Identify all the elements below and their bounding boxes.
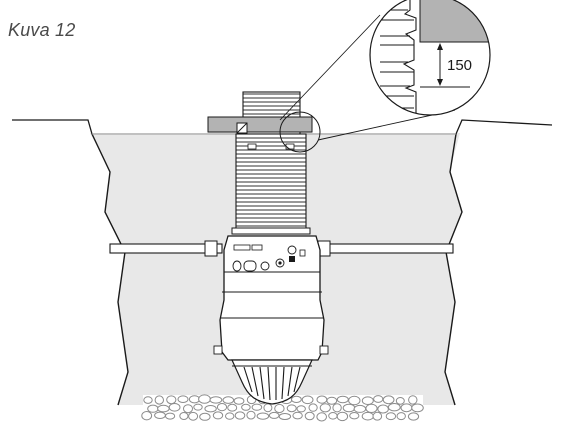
gravel-stone	[227, 403, 238, 412]
gravel-stone	[147, 404, 159, 413]
gravel-stone	[183, 404, 193, 414]
gravel-stone	[353, 404, 367, 413]
gravel-stone	[216, 403, 228, 412]
gravel-stone	[263, 403, 273, 413]
gravel-stone	[308, 403, 318, 412]
gravel-stone	[377, 404, 389, 414]
gravel-stone	[222, 396, 235, 404]
gravel-stone	[278, 413, 292, 420]
gravel-stone	[234, 411, 246, 420]
gravel-stone	[154, 395, 165, 405]
gravel-stone	[385, 412, 397, 421]
gravel-stone	[382, 395, 395, 405]
gravel-stone	[198, 394, 211, 404]
gravel-stone	[233, 397, 245, 405]
gravel-stone	[319, 403, 331, 413]
figure-caption: Kuva 12	[8, 20, 76, 40]
gravel-stone	[400, 403, 413, 413]
gravel-stone	[336, 395, 349, 404]
gravel-stone	[408, 395, 418, 405]
gravel-stone	[154, 411, 166, 419]
gravel-stone	[296, 405, 306, 413]
gravel-stone	[188, 411, 199, 421]
gravel-stone	[251, 403, 263, 411]
gravel-stone	[225, 412, 235, 420]
gravel-stone	[411, 403, 424, 413]
telescopic-riser	[231, 91, 311, 235]
gravel-stone	[212, 411, 224, 420]
gravel-stone	[246, 410, 256, 420]
gravel-stone	[316, 412, 328, 422]
gravel-stone	[348, 395, 361, 406]
gravel-stone	[387, 403, 401, 412]
tank-body	[213, 235, 329, 361]
gravel-stone	[209, 396, 223, 404]
gravel-stone	[241, 403, 251, 411]
gravel-stone	[274, 403, 285, 414]
gravel-stone	[256, 412, 270, 420]
gravel-stone	[407, 412, 420, 421]
gravel-stone	[365, 403, 378, 413]
gravel-stone	[342, 403, 356, 413]
gravel-bed	[141, 394, 424, 423]
gravel-stone	[349, 412, 360, 420]
gravel-stone	[316, 395, 328, 404]
gravel-stone	[396, 412, 406, 421]
inlet-pipe	[109, 240, 223, 257]
gravel-stone	[193, 403, 203, 411]
gravel-stone	[179, 412, 189, 420]
detail-magnifier	[369, 0, 491, 116]
gravel-stone	[177, 395, 189, 404]
gravel-stone	[141, 411, 153, 421]
gravel-stone	[168, 403, 181, 412]
gravel-stone	[373, 395, 384, 403]
gravel-stone	[188, 395, 201, 404]
filter-head	[231, 359, 313, 405]
gravel-stone	[165, 412, 176, 420]
gravel-stone	[292, 411, 303, 420]
gravel-stone	[328, 412, 338, 420]
gravel-stone	[361, 411, 374, 421]
gravel-stone	[268, 411, 280, 419]
gravel-stone	[361, 396, 374, 406]
gravel-stone	[199, 412, 211, 421]
gravel-stone	[204, 405, 217, 413]
gravel-stone	[326, 396, 338, 405]
gravel-stone	[291, 395, 302, 403]
gravel-stone	[304, 411, 315, 421]
dimension-label: 150	[447, 57, 472, 74]
gravel-stone	[157, 404, 170, 413]
gravel-stone	[372, 411, 383, 421]
gravel-stone	[286, 404, 297, 413]
gravel-stone	[143, 396, 153, 404]
dimension-marker: 150	[437, 43, 472, 86]
gravel-stone	[395, 397, 405, 405]
support-collar	[207, 116, 313, 150]
gravel-stone	[166, 395, 177, 405]
gravel-stone	[332, 403, 342, 413]
gravel-stone	[301, 395, 314, 405]
gravel-stone	[336, 411, 349, 422]
